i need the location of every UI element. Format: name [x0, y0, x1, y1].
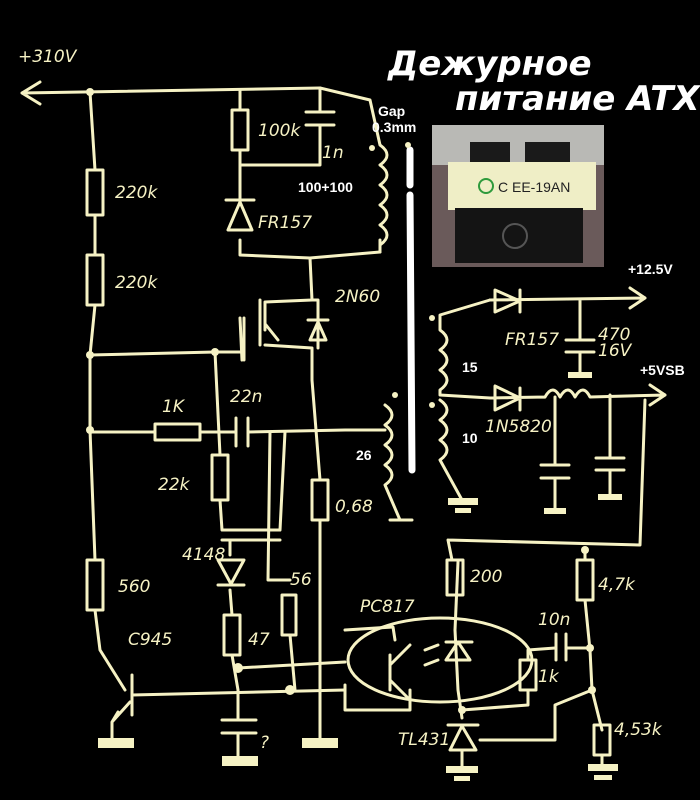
- feedback-winding: [383, 403, 414, 522]
- label-1n5820: 1N5820: [485, 417, 552, 437]
- resistor-068: [310, 478, 330, 522]
- resistor-4-7k: [575, 558, 595, 602]
- label-2n60: 2N60: [335, 287, 380, 307]
- input-rail: +310V: [18, 47, 322, 106]
- label-tl431: TL431: [398, 730, 450, 750]
- capacitor-10n: [554, 632, 568, 662]
- resistor-1k-feedback: [518, 658, 538, 692]
- label-220k-1: 220k: [115, 183, 158, 203]
- label-310v: +310V: [18, 47, 78, 67]
- label-gap-size: 0.3mm: [372, 119, 416, 135]
- label-100k: 100k: [258, 121, 301, 141]
- resistor-220k-2: [85, 253, 105, 307]
- diode-4148: [216, 558, 246, 587]
- mosfet-2n60: 2N60: [238, 256, 380, 482]
- label-turns-15: 15: [462, 359, 478, 375]
- optocoupler-pc817: PC817: [343, 560, 534, 720]
- resistor-47: [222, 613, 242, 657]
- label-c945: C945: [128, 630, 172, 650]
- label-fr157-snubber: FR157: [258, 213, 312, 233]
- label-5vsb: +5VSB: [640, 362, 685, 378]
- tl431: TL431: [398, 723, 480, 781]
- label-22n: 22n: [230, 387, 262, 407]
- label-4-53k: 4,53k: [614, 720, 663, 740]
- label-068: 0,68: [335, 497, 373, 517]
- label-primary-turns: 100+100: [298, 179, 353, 195]
- transformer-core: [406, 146, 416, 474]
- label-56: 56: [290, 570, 312, 590]
- label-16v: 16V: [598, 341, 633, 361]
- label-10n: 10n: [538, 610, 570, 630]
- label-4-7k: 4,7k: [598, 575, 636, 595]
- label-pc817: PC817: [360, 597, 415, 617]
- output-5vsb: [488, 383, 667, 512]
- resistor-200: [445, 558, 465, 597]
- label-200: 200: [470, 567, 502, 587]
- resistor-56: [280, 593, 298, 637]
- label-220k-2: 220k: [115, 273, 158, 293]
- capacitor-22n: [234, 416, 250, 448]
- label-fr157-out: FR157: [505, 330, 559, 350]
- label-turns-10: 10: [462, 430, 478, 446]
- label-1k-feedback: 1k: [538, 667, 560, 687]
- label-47: 47: [248, 630, 270, 650]
- output-12v: [488, 286, 647, 374]
- diode-fr157-snubber: [224, 198, 256, 232]
- capacitor-unknown: [220, 718, 258, 735]
- resistor-100k: [230, 108, 250, 152]
- title-line1: Дежурное: [387, 44, 592, 84]
- label-560: 560: [118, 577, 150, 597]
- secondary-winding: [438, 298, 492, 502]
- label-12v: +12.5V: [628, 261, 673, 277]
- label-unknown-cap: ?: [260, 733, 269, 753]
- transformer-photo: C EE-19AN: [432, 125, 604, 267]
- resistor-22k: [210, 453, 230, 502]
- resistor-560: [85, 558, 105, 612]
- label-gap: Gap: [378, 103, 405, 119]
- label-1n: 1n: [322, 143, 344, 163]
- title-line2: питание ATX: [455, 79, 700, 119]
- label-feedback-turns: 26: [356, 447, 372, 463]
- label-470: 470: [598, 325, 630, 345]
- label-1k: 1K: [162, 397, 186, 417]
- resistor-1k: [153, 422, 202, 442]
- label-4148: 4148: [182, 545, 225, 565]
- photo-label: C EE-19AN: [498, 179, 570, 195]
- resistor-220k-1: [85, 168, 105, 217]
- manufacturer-logo-icon: [478, 178, 494, 194]
- label-22k: 22k: [158, 475, 191, 495]
- primary-winding: [318, 86, 389, 254]
- resistor-4-53k: [592, 723, 612, 757]
- transistor-c945: C945: [98, 630, 347, 748]
- capacitor-1n: [304, 110, 336, 127]
